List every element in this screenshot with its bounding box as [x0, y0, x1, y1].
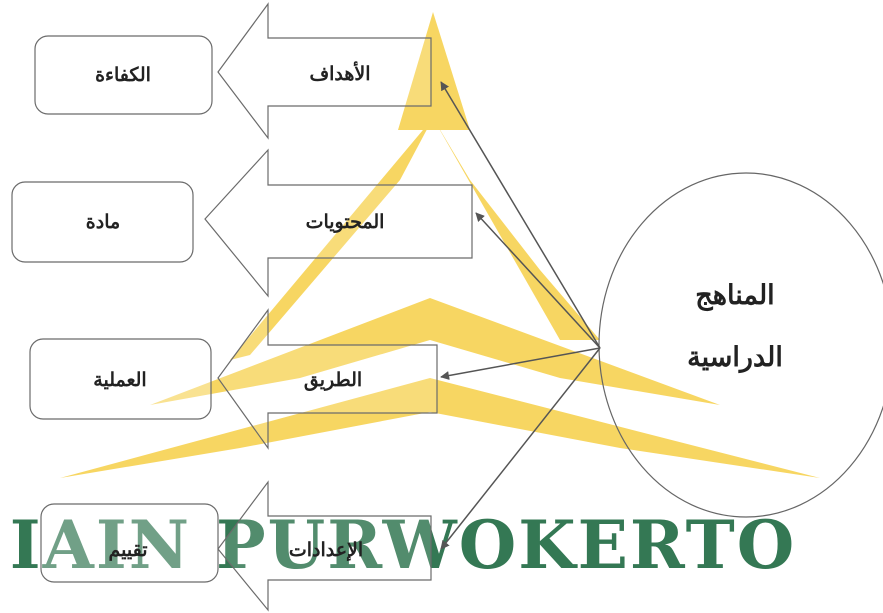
arrow-label-preparations: الإعدادات: [289, 539, 363, 562]
connector-goals: [440, 81, 601, 349]
box-evaluation: [40, 503, 219, 583]
watermark-text: IAIN PURWOKERTO: [10, 506, 796, 584]
box-label-competence: الكفاءة: [95, 64, 151, 86]
watermark-logo-left-wing: [230, 118, 433, 360]
row-preparations: الإعدادات تقييم: [40, 480, 432, 612]
watermark-logo-band-2: [60, 378, 820, 478]
connector-preparations: [440, 347, 601, 550]
arrow-label-contents: المحتويات: [306, 211, 385, 233]
box-label-material: مادة: [86, 211, 120, 233]
box-competence: [34, 35, 213, 115]
row-method: الطريق العملية: [29, 308, 438, 450]
block-arrow-preparations: [217, 480, 432, 612]
connector-method: [440, 347, 601, 380]
center-title-line1: المناهج: [695, 280, 774, 312]
watermark-logo-band-1: [150, 298, 720, 405]
box-label-process: العملية: [93, 369, 146, 391]
block-arrow-goals: [217, 2, 432, 140]
connectors: [440, 81, 601, 550]
arrow-label-method: الطريق: [304, 369, 362, 391]
center-title-line2: الدراسية: [687, 342, 783, 374]
connector-contents: [475, 212, 601, 349]
row-goals: الأهداف الكفاءة: [34, 2, 432, 140]
block-arrow-contents: [204, 148, 473, 298]
box-process: [29, 338, 212, 420]
arrow-label-goals: الأهداف: [309, 61, 370, 85]
box-material: [11, 181, 194, 263]
row-contents: المحتويات مادة: [11, 148, 473, 298]
box-label-evaluation: تقييم: [108, 539, 147, 561]
block-arrow-method: [217, 308, 438, 450]
